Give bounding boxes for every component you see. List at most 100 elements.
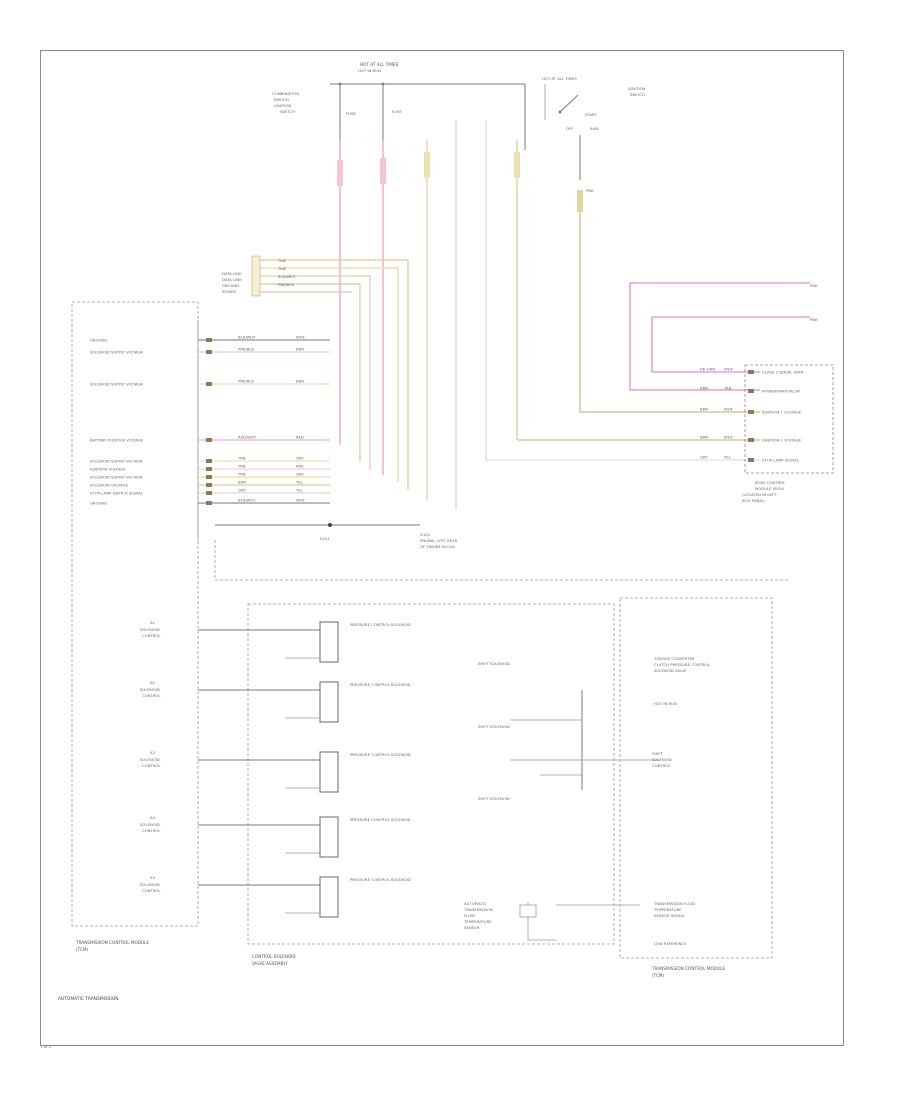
- tcm-top-boundary: [214, 540, 790, 581]
- bcm-row-terminal: [748, 410, 754, 414]
- fluid-sensor-symbol: [519, 904, 537, 918]
- rs-item-2: SHIFT SOLENOID: [478, 796, 510, 801]
- rs-header-0: TORQUE CONVERTER: [653, 656, 695, 661]
- caption-tcm-left-1: (TCM): [76, 947, 88, 952]
- bcm-wire-1: PNK: [810, 317, 818, 322]
- bcm-row-label: STOP LAMP SIGNAL: [762, 458, 800, 463]
- tcm-pin-terminal: [206, 475, 212, 479]
- ground-splice: S101 G101 ENGINE, LEFT REAR OF ENGINE BL…: [215, 523, 458, 549]
- ground-note-1: ENGINE, LEFT REAR: [420, 538, 458, 543]
- tcm-pin-wire-color: GRY: [238, 488, 246, 493]
- solenoid-left-label: CONTROL: [142, 828, 161, 833]
- left-group-line-2: IGNITION: [274, 103, 291, 108]
- bcm-caption-0: BODY CONTROL: [755, 480, 786, 485]
- tcm-pin-terminal: [206, 459, 212, 463]
- solenoid-box-label: PRESSURE CONTROL SOLENOID: [350, 877, 411, 882]
- tcm-pin-wire-color: TAN: [237, 456, 246, 461]
- switch-blade: [559, 94, 579, 113]
- solenoid-box: [319, 681, 339, 723]
- cg-item-0: DATA LINK: [222, 271, 242, 276]
- rs-low-ref: LOW REFERENCE: [654, 941, 687, 946]
- tcm-right-outline: [619, 597, 773, 959]
- bcm-row-wire: BRN: [700, 407, 708, 412]
- left-group-line-0: COMBINATION: [272, 91, 299, 96]
- tcm-pin-label: SOLENOID VOLTAGE: [90, 483, 129, 488]
- tcm-pin-code: YEL: [296, 480, 304, 485]
- ground-note-0: G101: [420, 532, 431, 537]
- bcm-row-wire: DK GRN: [700, 367, 715, 372]
- solenoid-left-label: SOLENOID: [140, 757, 160, 762]
- solenoid-box-label: PRESSURE CONTROL SOLENOID: [350, 622, 411, 627]
- bcm-row-color: WHT: [724, 407, 734, 412]
- bcm-row-terminal: [748, 458, 754, 462]
- rs-fluid-2: FLUID: [464, 913, 475, 918]
- bcm-row-terminal: [748, 370, 754, 374]
- tcm-pin-code: GRY: [296, 456, 304, 461]
- tcm-pin-terminal: [206, 350, 212, 354]
- wire-tan-bundle-1: [258, 259, 409, 490]
- rs-fluid-1: TRANSMISSION: [463, 907, 493, 912]
- connector-mark-e: [577, 190, 583, 212]
- bcm-caption-3: KICK PANEL): [742, 498, 766, 503]
- rs-header-1: CLUTCH PRESSURE CONTROL: [654, 662, 711, 667]
- fuse-a-label: FUSE: [346, 111, 356, 116]
- splice-dot: [328, 523, 332, 527]
- caption-valve-1: VALVE ASSEMBLY: [252, 961, 288, 966]
- tcm-pin-wire-color: TAN: [237, 472, 246, 477]
- tcm-pin-wire-color: PNK/BLK: [238, 379, 255, 384]
- tcm-pin-terminal: [206, 491, 212, 495]
- solenoid-box: [319, 816, 339, 858]
- wire-tan-right-a: [579, 212, 760, 413]
- solenoid-box: [319, 876, 339, 918]
- switch-side-0: IGNITION: [628, 86, 645, 91]
- diagram-frame: [40, 50, 844, 1046]
- bcm-wire-0: PNK: [810, 283, 818, 288]
- tcm-pin-wire-color: BLK/WHT: [238, 498, 256, 503]
- tcm-pin-label: SOLENOID SUPPLY VOLTAGE: [90, 350, 144, 355]
- tcm-pin-terminal: [206, 467, 212, 471]
- bcm-row-label: CLASS 2 SERIAL DATA: [762, 370, 804, 375]
- bcm-row-wire: BRN: [700, 435, 708, 440]
- rs-fluid-4: SENSOR: [464, 925, 480, 930]
- solenoid-box-label: PRESSURE CONTROL SOLENOID: [350, 682, 411, 687]
- tcm-pin-wire-color: TAN: [237, 464, 246, 469]
- tcm-pin-label: GROUND: [90, 501, 107, 506]
- page-code: 1 of 2: [40, 1044, 51, 1049]
- connector-group-left: DATA LINK DATA LINK GROUND POWER TAN TAN…: [222, 255, 296, 297]
- solenoid-box-label: PRESSURE CONTROL SOLENOID: [350, 752, 411, 757]
- solenoid-left-label: SOLENOID: [140, 822, 160, 827]
- solenoid-pin: A4: [150, 815, 156, 820]
- wire-tan-bundle-3: [258, 275, 371, 470]
- switch-pos-run: RUN: [590, 126, 598, 131]
- tcm-pin-terminal: [206, 338, 212, 342]
- tcm-pin-wire-color: PNK/BLK: [238, 347, 255, 352]
- wire-tan-bundle-2: [258, 267, 399, 482]
- tcm-pin-code: WHT: [296, 335, 306, 340]
- valve-assembly-outline: [247, 603, 615, 945]
- rs-fluid-right-1: TEMPERATURE: [653, 907, 682, 912]
- tcm-pin-label: SOLENOID SUPPLY VOLTAGE: [90, 459, 144, 464]
- tcm-pin-code: RED: [296, 435, 304, 440]
- tcm-pin-terminal: [206, 501, 212, 505]
- rs-hot-label: HOT IN RUN: [654, 701, 677, 706]
- tcm-pin-code: BRN: [296, 379, 304, 384]
- cg-wire-1: TAN: [277, 266, 286, 271]
- cg-wire-3: PNK/BLK: [278, 282, 295, 287]
- tcm-left-box: [71, 301, 790, 927]
- fuse-b-label: FUSE: [392, 109, 402, 114]
- tcm-pin-label: STOP LAMP SWITCH SIGNAL: [90, 491, 144, 496]
- tcm-pin-label: IGNITION VOLTAGE: [90, 467, 126, 472]
- switch-pos-start: START: [585, 112, 597, 117]
- solenoid-pin: A2: [150, 680, 156, 685]
- tcm-pin-code: WHT: [296, 498, 306, 503]
- wire-magenta-a: [629, 283, 760, 391]
- tcm-pin-code: GRY: [296, 472, 304, 477]
- tcm-pin-label: BATTERY POSITIVE VOLTAGE: [90, 438, 144, 443]
- caption-tcm-left-0: TRANSMISSION CONTROL MODULE: [75, 940, 149, 945]
- right-module: PNK PNK BODY CONTROL MODULE (BCM) (LOCAT…: [742, 283, 834, 503]
- bcm-row-color: WHT: [724, 435, 734, 440]
- solenoid-left-label: CONTROL: [142, 888, 161, 893]
- fuse-label-mid: HOT IN RUN: [358, 68, 381, 73]
- fuse-label-top: HOT AT ALL TIMES: [360, 62, 399, 67]
